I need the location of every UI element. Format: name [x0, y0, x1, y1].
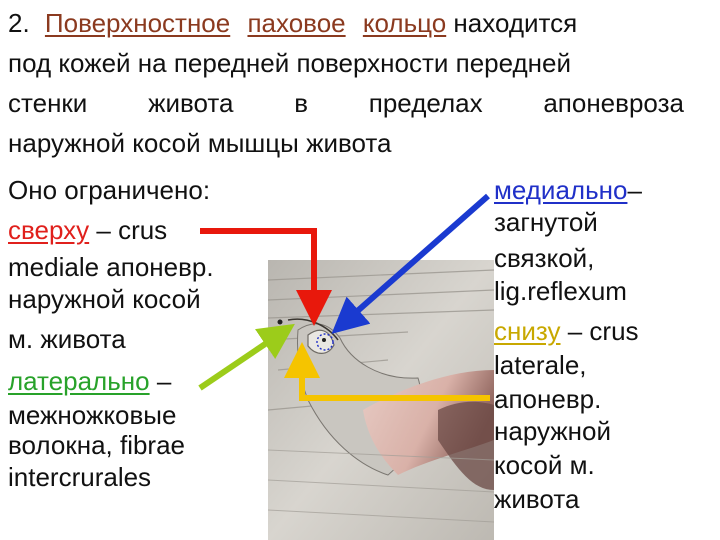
left-top-line-3: наружной косой: [8, 284, 201, 314]
term-lateral: латерально: [8, 366, 150, 396]
left-top-rest: – crus: [89, 215, 168, 245]
heading-line-2: под кожей на передней поверхности передн…: [8, 48, 572, 78]
right-med-rest: –: [627, 175, 642, 205]
right-bottom-line-2: laterale,: [494, 350, 587, 380]
left-lat-rest: –: [149, 366, 172, 396]
heading-word: в: [294, 88, 309, 118]
left-lat-line-1: латерально –: [8, 366, 171, 396]
heading-word: апоневроза: [543, 88, 684, 118]
term-superficial: Поверхностное: [44, 8, 231, 38]
heading-rest: находится: [446, 8, 578, 38]
left-lat-line-3: волокна, fibrae: [8, 430, 186, 460]
right-bottom-line-5: косой м.: [494, 450, 595, 480]
left-lat-line-2: межножковые: [8, 400, 177, 430]
heading-line-4: наружной косой мышцы живота: [8, 128, 392, 158]
right-bottom-line-6: живота: [494, 484, 580, 514]
heading-word: стенки: [8, 88, 88, 118]
left-top-line-1: сверху – crus: [8, 215, 167, 245]
right-bottom-rest: – crus: [560, 316, 639, 346]
right-med-line-1: медиально–: [494, 175, 642, 205]
left-top-line-4: м. живота: [8, 324, 126, 354]
heading-number: 2.: [8, 8, 30, 38]
heading-word: пределах: [368, 88, 483, 118]
left-lat-line-4: intercrurales: [8, 462, 152, 492]
term-medial: медиально: [494, 175, 628, 205]
heading-line-1: 2. Поверхностное паховое кольцо находитс…: [8, 8, 577, 38]
left-intro: Оно ограничено:: [8, 175, 211, 205]
term-ring: кольцо: [362, 8, 447, 38]
term-bottom: снизу: [494, 316, 561, 346]
term-inguinal: паховое: [247, 8, 346, 38]
right-med-line-3: связкой,: [494, 243, 595, 273]
right-med-line-2: загнутой: [494, 207, 598, 237]
left-top-line-2: mediale апоневр.: [8, 252, 214, 282]
term-top: сверху: [8, 215, 90, 245]
right-bottom-line-1: снизу – crus: [494, 316, 639, 346]
right-med-line-4: lig.reflexum: [494, 276, 627, 306]
right-bottom-line-4: наружной: [494, 416, 612, 446]
inguinal-ring-figure: [268, 260, 494, 540]
right-bottom-line-3: апоневр.: [494, 384, 602, 414]
heading-line-3: стенки живота в пределах апоневроза: [8, 88, 684, 118]
heading-word: живота: [148, 88, 234, 118]
